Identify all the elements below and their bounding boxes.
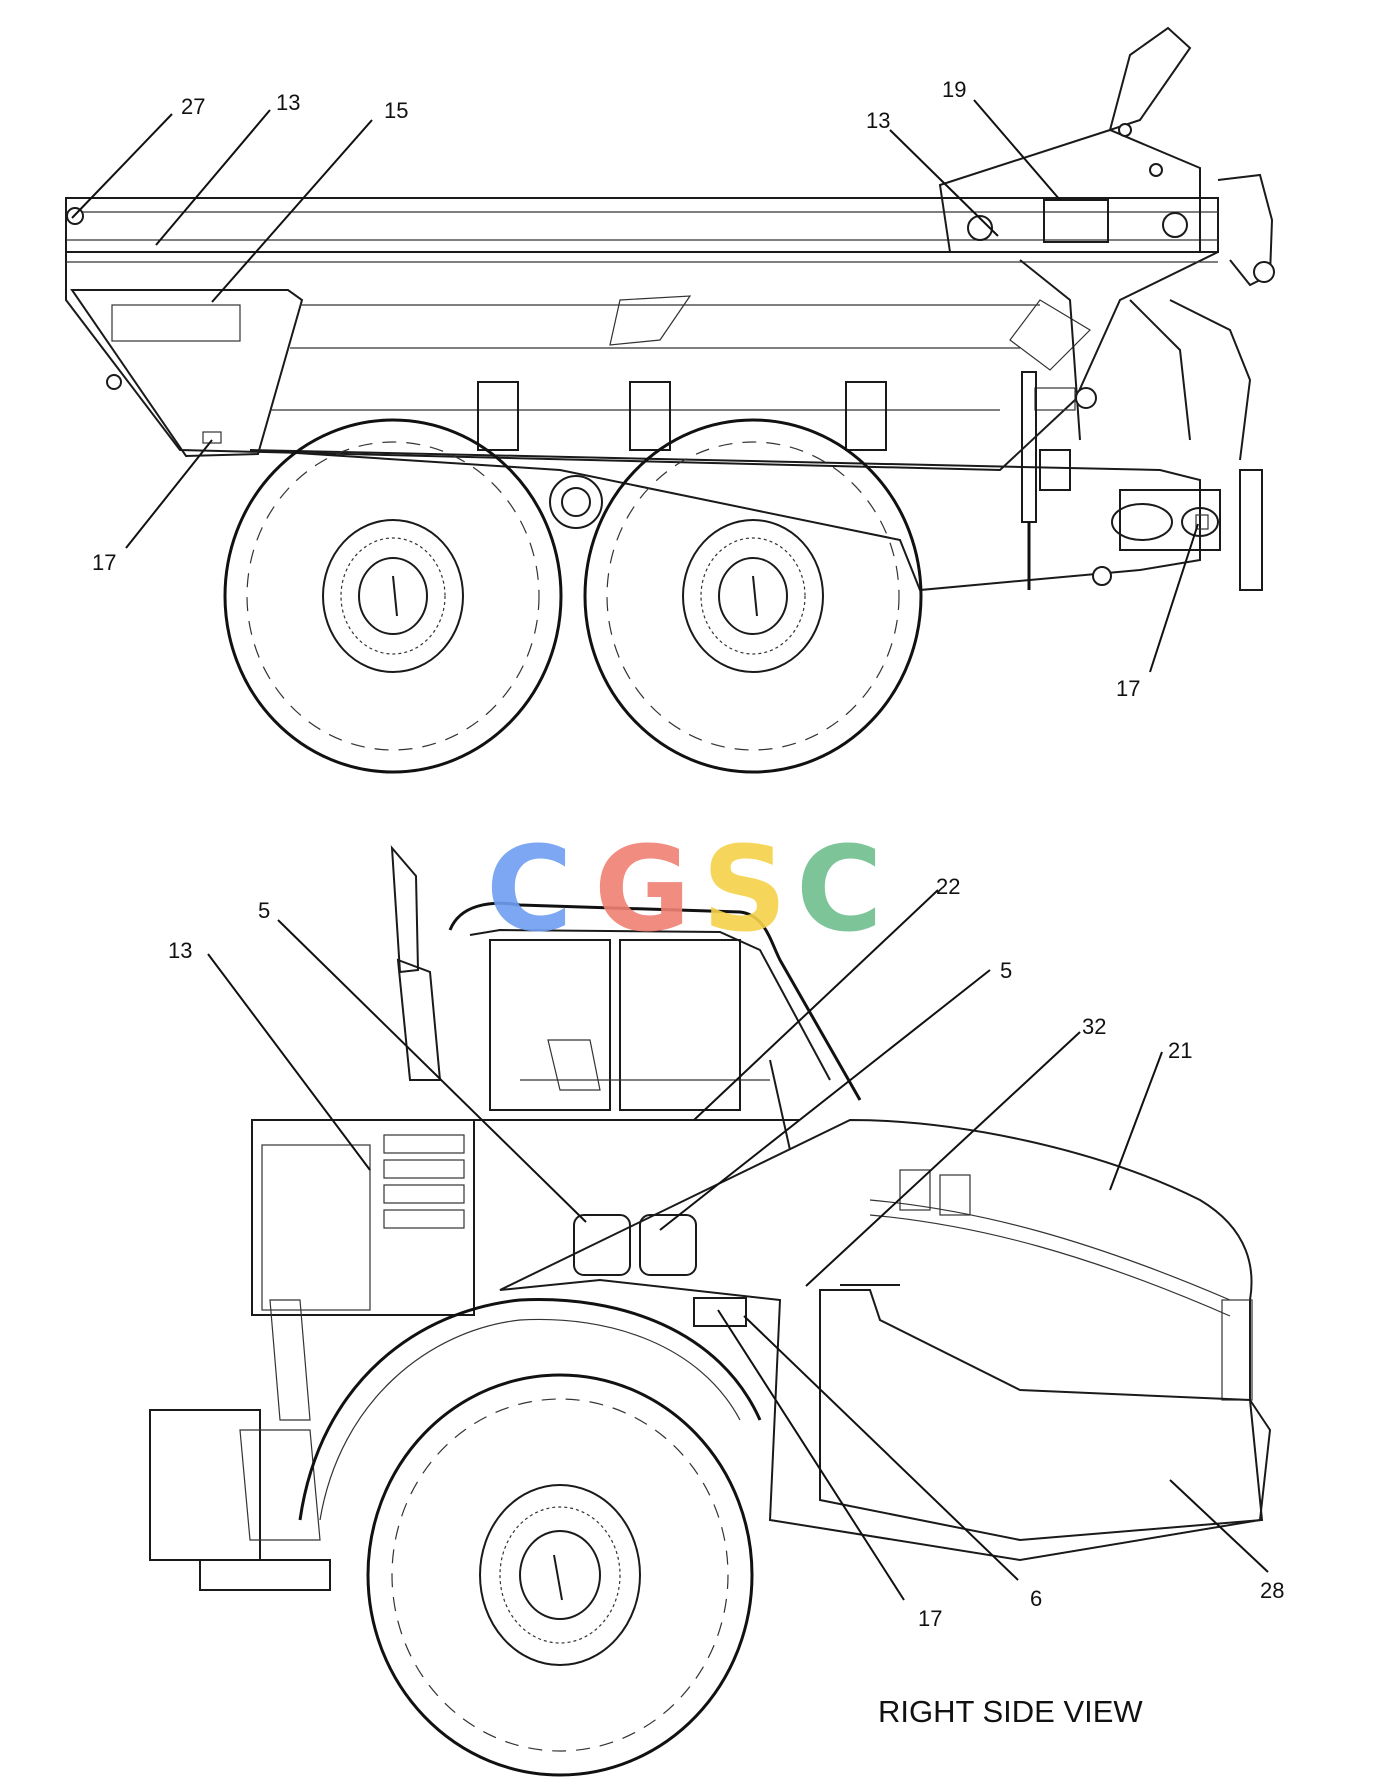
top-leader-lines: [71, 99, 1199, 673]
callout-17: 17: [918, 1606, 942, 1631]
callout-17-front: 17: [92, 550, 116, 575]
bottom-callouts: 5 22 13 5 32 21 17 6 28: [168, 874, 1284, 1631]
svg-text:S: S: [702, 820, 787, 958]
callout-22: 22: [936, 874, 960, 899]
view-title: RIGHT SIDE VIEW: [878, 1694, 1143, 1729]
callout-28: 28: [1260, 1578, 1284, 1603]
svg-text:C: C: [486, 820, 573, 958]
top-callouts: 27 13 15 13 19 17 17: [92, 77, 1140, 701]
callout-27: 27: [181, 94, 205, 119]
callout-6: 6: [1030, 1586, 1042, 1611]
tractor-drawing: [149, 845, 1272, 1777]
bottom-leader-lines: [207, 889, 1269, 1601]
callout-13-rail: 13: [276, 90, 300, 115]
callout-19: 19: [942, 77, 966, 102]
svg-text:G: G: [594, 820, 691, 958]
callout-15: 15: [384, 98, 408, 123]
callout-32: 32: [1082, 1014, 1106, 1039]
rear-wheel-left: [223, 418, 563, 774]
callout-13: 13: [168, 938, 192, 963]
callout-5-left: 5: [258, 898, 270, 923]
cgsc-watermark-logo: C G S C: [486, 820, 883, 958]
svg-text:C: C: [796, 820, 883, 958]
callout-5-right: 5: [1000, 958, 1012, 983]
callout-13-tailgate: 13: [866, 108, 890, 133]
callout-21: 21: [1168, 1038, 1192, 1063]
front-wheel: [366, 1373, 754, 1777]
rear-wheel-right: [583, 418, 923, 774]
callout-17-rear: 17: [1116, 676, 1140, 701]
dump-body-drawing: [65, 26, 1275, 774]
